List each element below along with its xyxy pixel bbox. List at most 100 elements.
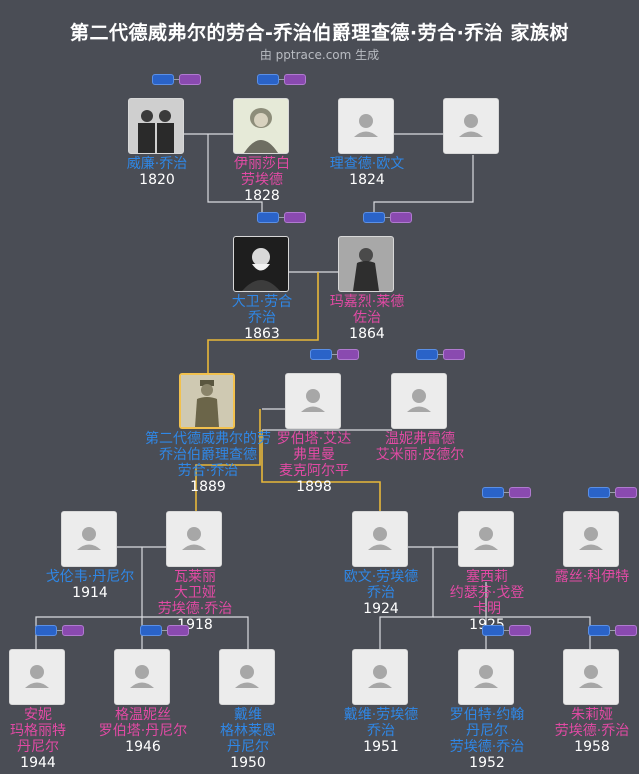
person-name-line: 艾米丽·皮德尔 bbox=[375, 447, 465, 463]
avatar-placeholder-icon[interactable] bbox=[443, 98, 499, 154]
person-name-line: 约瑟芬·戈登 bbox=[449, 585, 525, 601]
badge-connector bbox=[279, 79, 284, 80]
expand-female-badge[interactable] bbox=[615, 487, 637, 498]
expand-female-badge[interactable] bbox=[390, 212, 412, 223]
person-name-line: 第二代德威弗尔的劳 bbox=[145, 431, 271, 447]
birth-year: 1828 bbox=[244, 188, 280, 204]
expand-male-badge[interactable] bbox=[140, 625, 162, 636]
avatar-placeholder-icon[interactable] bbox=[114, 649, 170, 705]
person-name[interactable]: 罗伯特·约翰丹尼尔劳埃德·乔治 bbox=[417, 707, 557, 755]
expand-male-badge[interactable] bbox=[363, 212, 385, 223]
person-name-line: 朱莉娅 bbox=[571, 707, 613, 723]
avatar-placeholder-icon[interactable] bbox=[9, 649, 65, 705]
avatar-placeholder-icon[interactable] bbox=[166, 511, 222, 567]
expand-female-badge[interactable] bbox=[167, 625, 189, 636]
person-name-line: 威廉·乔治 bbox=[126, 156, 188, 172]
person-name[interactable]: 戴维格林莱恩丹尼尔 bbox=[178, 707, 318, 755]
avatar-placeholder-icon[interactable] bbox=[458, 511, 514, 567]
person-name-line: 戈伦韦·丹尼尔 bbox=[45, 569, 135, 585]
avatar-placeholder-icon[interactable] bbox=[352, 649, 408, 705]
person-name[interactable]: 安妮玛格丽特丹尼尔 bbox=[0, 707, 108, 755]
expand-female-badge[interactable] bbox=[284, 212, 306, 223]
badge-connector bbox=[610, 492, 615, 493]
person-name-line: 瓦莱丽 bbox=[174, 569, 216, 585]
page-subtitle: 由 pptrace.com 生成 bbox=[259, 48, 380, 62]
avatar-placeholder-icon[interactable] bbox=[391, 373, 447, 429]
badge-connector bbox=[332, 354, 337, 355]
portrait-photo[interactable] bbox=[179, 373, 235, 429]
person-name-line: 露丝·科伊特 bbox=[554, 569, 630, 585]
birth-year: 1950 bbox=[230, 755, 266, 771]
expand-female-badge[interactable] bbox=[179, 74, 201, 85]
expand-male-badge[interactable] bbox=[482, 625, 504, 636]
expand-male-badge[interactable] bbox=[257, 212, 279, 223]
person-name[interactable]: 温妮弗雷德艾米丽·皮德尔 bbox=[350, 431, 490, 463]
badge-connector bbox=[279, 217, 284, 218]
avatar-placeholder-icon[interactable] bbox=[219, 649, 275, 705]
person-name[interactable]: 格温妮丝罗伯塔·丹尼尔 bbox=[73, 707, 213, 739]
person-name[interactable]: 戈伦韦·丹尼尔 bbox=[20, 569, 160, 585]
person-name-line: 乔治 bbox=[367, 723, 395, 739]
person-name[interactable]: 威廉·乔治 bbox=[87, 156, 227, 172]
avatar-placeholder-icon[interactable] bbox=[338, 98, 394, 154]
birth-year: 1824 bbox=[349, 172, 385, 188]
person-name-line: 塞西莉 bbox=[466, 569, 508, 585]
avatar-placeholder-icon[interactable] bbox=[352, 511, 408, 567]
expand-female-badge[interactable] bbox=[443, 349, 465, 360]
person-name-line: 大卫·劳合 bbox=[231, 294, 293, 310]
person-name[interactable]: 塞西莉约瑟芬·戈登卡明 bbox=[417, 569, 557, 617]
portrait-photo[interactable] bbox=[233, 98, 289, 154]
person-name[interactable]: 戴维·劳埃德乔治 bbox=[311, 707, 451, 739]
expand-male-badge[interactable] bbox=[257, 74, 279, 85]
person-name-line: 欧文·劳埃德 bbox=[343, 569, 419, 585]
person-name[interactable]: 第二代德威弗尔的劳乔治伯爵理查德劳合·乔治 bbox=[138, 431, 278, 479]
badge-connector bbox=[610, 630, 615, 631]
person-name-line: 大卫娅 bbox=[174, 585, 216, 601]
avatar-placeholder-icon[interactable] bbox=[458, 649, 514, 705]
expand-male-badge[interactable] bbox=[416, 349, 438, 360]
badge-connector bbox=[504, 630, 509, 631]
portrait-photo[interactable] bbox=[338, 236, 394, 292]
avatar-placeholder-icon[interactable] bbox=[563, 511, 619, 567]
birth-year: 1951 bbox=[363, 739, 399, 755]
person-name[interactable]: 大卫·劳合乔治 bbox=[192, 294, 332, 326]
expand-female-badge[interactable] bbox=[337, 349, 359, 360]
expand-female-badge[interactable] bbox=[615, 625, 637, 636]
expand-female-badge[interactable] bbox=[284, 74, 306, 85]
person-name-line: 劳合·乔治 bbox=[177, 463, 239, 479]
avatar-placeholder-icon[interactable] bbox=[61, 511, 117, 567]
expand-female-badge[interactable] bbox=[509, 487, 531, 498]
expand-female-badge[interactable] bbox=[62, 625, 84, 636]
person-name-line: 卡明 bbox=[473, 601, 501, 617]
person-name-line: 玛嘉烈·莱德 bbox=[329, 294, 405, 310]
person-name[interactable]: 理查德·欧文 bbox=[297, 156, 437, 172]
person-name[interactable]: 露丝·科伊特 bbox=[522, 569, 639, 585]
person-name[interactable]: 欧文·劳埃德乔治 bbox=[311, 569, 451, 601]
expand-male-badge[interactable] bbox=[35, 625, 57, 636]
person-name-line: 罗伯塔·艾达 bbox=[276, 431, 352, 447]
family-connector bbox=[373, 155, 474, 212]
person-name-line: 劳埃德·乔治 bbox=[157, 601, 233, 617]
person-name[interactable]: 罗伯塔·艾达弗里曼麦克阿尔平 bbox=[244, 431, 384, 479]
person-name-line: 劳埃德·乔治 bbox=[449, 739, 525, 755]
expand-male-badge[interactable] bbox=[482, 487, 504, 498]
person-name-line: 戴维 bbox=[234, 707, 262, 723]
expand-female-badge[interactable] bbox=[509, 625, 531, 636]
badge-connector bbox=[385, 217, 390, 218]
person-name[interactable]: 玛嘉烈·莱德佐治 bbox=[297, 294, 437, 326]
badge-connector bbox=[57, 630, 62, 631]
avatar-placeholder-icon[interactable] bbox=[563, 649, 619, 705]
portrait-photo[interactable] bbox=[128, 98, 184, 154]
birth-year: 1889 bbox=[190, 479, 226, 495]
expand-male-badge[interactable] bbox=[310, 349, 332, 360]
person-name-line: 乔治 bbox=[248, 310, 276, 326]
person-name[interactable]: 瓦莱丽大卫娅劳埃德·乔治 bbox=[125, 569, 265, 617]
portrait-photo[interactable] bbox=[233, 236, 289, 292]
person-name-line: 戴维·劳埃德 bbox=[343, 707, 419, 723]
expand-male-badge[interactable] bbox=[588, 625, 610, 636]
expand-male-badge[interactable] bbox=[588, 487, 610, 498]
avatar-placeholder-icon[interactable] bbox=[285, 373, 341, 429]
person-name[interactable]: 朱莉娅劳埃德·乔治 bbox=[522, 707, 639, 739]
expand-male-badge[interactable] bbox=[152, 74, 174, 85]
person-name[interactable]: 伊丽莎白劳埃德 bbox=[192, 156, 332, 188]
